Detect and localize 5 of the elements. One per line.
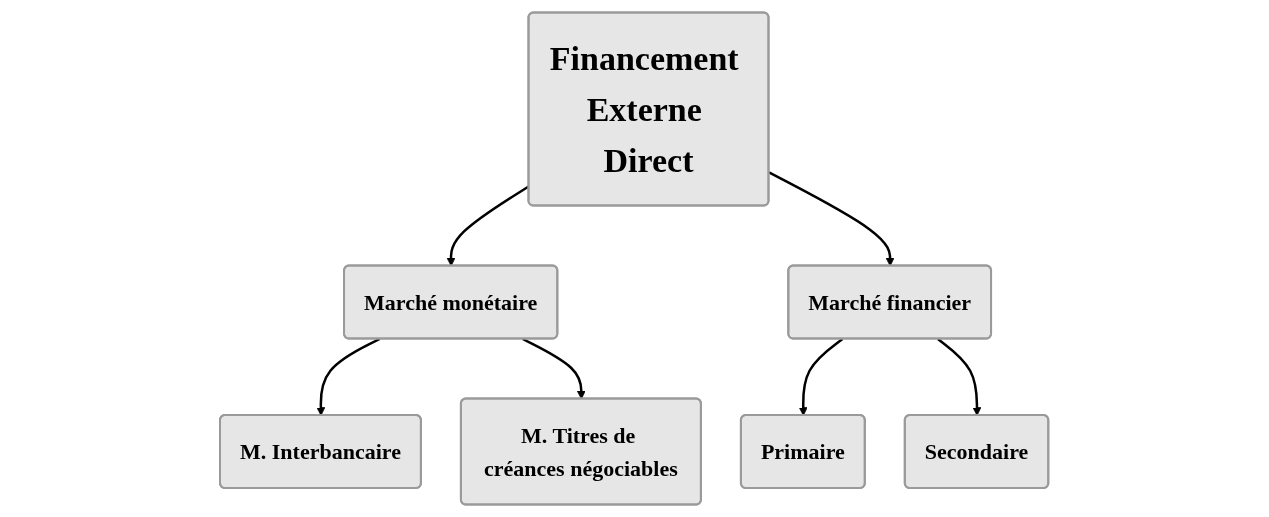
arrow xyxy=(799,338,844,416)
arrow xyxy=(522,337,587,400)
arrow xyxy=(768,171,895,267)
arrow xyxy=(316,337,381,416)
arrow xyxy=(937,338,982,416)
